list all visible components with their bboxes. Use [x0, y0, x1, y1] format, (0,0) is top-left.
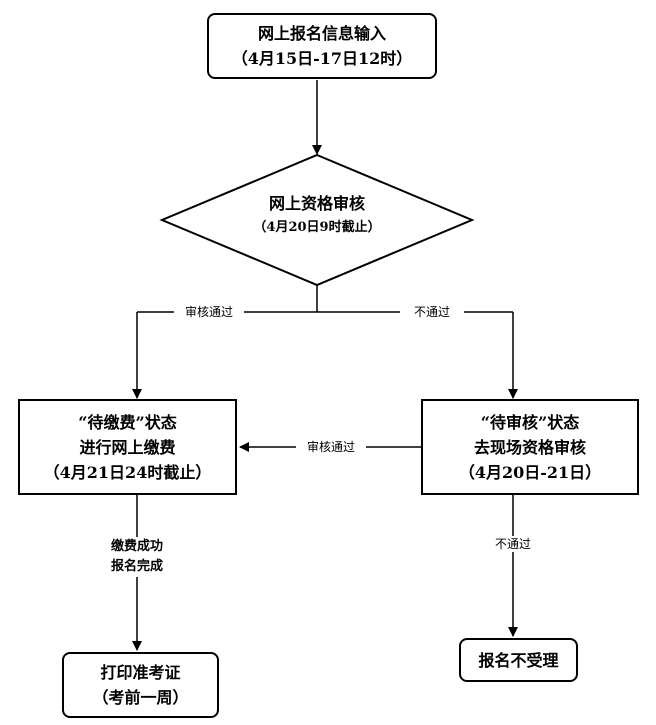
node-start-line2: （4月15日-17日12时）	[231, 49, 413, 68]
node-review-subtitle: （4月20日9时截止）	[253, 220, 381, 235]
node-onsite-line3: （4月20日-21日）	[458, 462, 602, 482]
edge-label-pass-onsite: 审核通过	[296, 439, 366, 455]
edge-label-pass-left: 审核通过	[174, 304, 244, 320]
node-pay: “待缴费”状态 进行网上缴费 （4月21日24时截止）	[18, 399, 237, 495]
edge-label-paid-line1: 缴费成功	[110, 539, 163, 554]
node-onsite: “待审核”状态 去现场资格审核 （4月20日-21日）	[421, 399, 639, 495]
edge-label-fail-onsite: 不通过	[482, 536, 544, 552]
edge-label-paid: 缴费成功 报名完成	[97, 537, 177, 577]
node-print: 打印准考证 （考前一周）	[62, 652, 219, 718]
node-pay-line1: “待缴费”状态	[78, 412, 177, 432]
node-start: 网上报名信息输入 （4月15日-17日12时）	[207, 13, 437, 79]
node-review-title: 网上资格审核	[268, 194, 365, 213]
node-onsite-line2: 去现场资格审核	[473, 437, 586, 457]
node-print-line1: 打印准考证	[100, 663, 181, 682]
node-print-line2: （考前一周）	[92, 688, 189, 707]
node-onsite-line1: “待审核”状态	[480, 412, 580, 432]
node-pay-line2: 进行网上缴费	[79, 437, 176, 457]
node-start-line1: 网上报名信息输入	[257, 24, 386, 43]
node-reject: 报名不受理	[459, 638, 578, 682]
edge-label-paid-line2: 报名完成	[110, 559, 163, 574]
node-reject-line1: 报名不受理	[478, 650, 559, 670]
edge-label-fail-right: 不通过	[400, 304, 464, 320]
node-pay-line3: （4月21日24时截止）	[43, 462, 212, 482]
